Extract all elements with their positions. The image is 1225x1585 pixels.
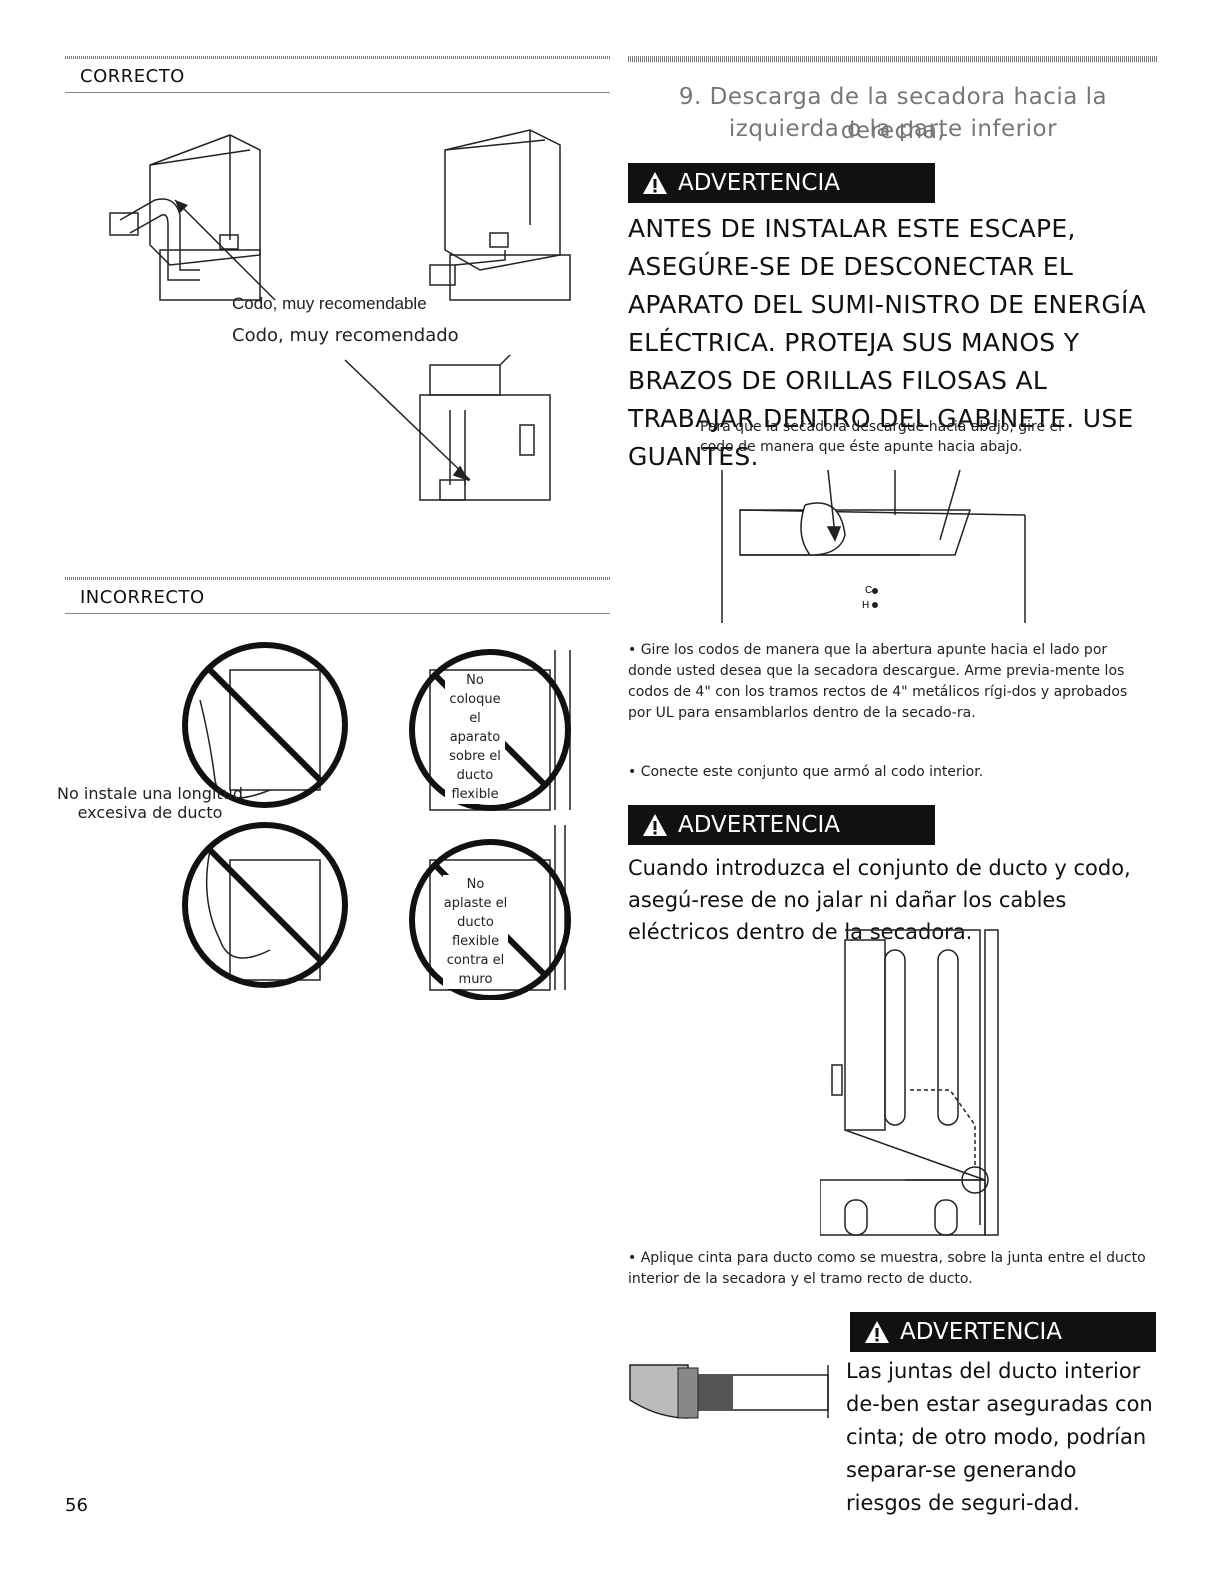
warning-triangle-icon [643, 172, 667, 194]
dryer-elbow-illustration-left [109, 134, 261, 301]
section-underline [65, 613, 610, 614]
section-rule [628, 56, 1158, 62]
dryer-elbow-illustration-right [429, 129, 571, 301]
diagram-h-label: H [862, 600, 869, 611]
no-excess-length-label: No instale una longitud excesiva de duct… [57, 784, 243, 822]
stacked-washer-dryer-diagram [820, 929, 999, 1236]
correct-heading: CORRECTO [80, 66, 185, 87]
no-crush-duct-label: No aplaste el ducto flexible contra el m… [443, 875, 508, 989]
incorrect-heading: INCORRECTO [80, 587, 205, 608]
warning-label: ADVERTENCIA [678, 812, 840, 838]
bullet-apply-tape: • Aplique cinta para ducto como se muest… [628, 1250, 1146, 1287]
section-rule [65, 577, 610, 580]
warning-label: ADVERTENCIA [900, 1319, 1062, 1345]
step-title-line2: izquierda o la parte inferior [728, 116, 1058, 142]
page-number: 56 [65, 1495, 88, 1516]
step-title-line1: 9. Descarga de la secadora hacia la dere… [678, 84, 1108, 144]
dryer-elbow-down-illustration [344, 355, 551, 501]
elbow-down-detail-diagram: C H [721, 469, 1026, 623]
warning-label: ADVERTENCIA [678, 170, 840, 196]
bullet-connect-assembly: • Conecte este conjunto que armó al codo… [628, 764, 984, 780]
bullet-rotate-elbows: • Gire los codos de manera que la abertu… [628, 642, 1128, 721]
elbow-caption-es: Codo, muy recomendado [232, 325, 459, 346]
section-rule [65, 56, 610, 59]
warning-banner: ADVERTENCIA [850, 1312, 1156, 1352]
section-underline [65, 92, 610, 93]
pointer-arrow [174, 199, 276, 301]
warning2-text: Cuando introduzca el conjunto de ducto y… [628, 856, 1131, 944]
warning-triangle-icon [865, 1321, 889, 1343]
warning1-text: ANTES DE INSTALAR ESTE ESCAPE, ASEGÚRE-S… [628, 214, 1147, 471]
no-place-on-duct-label: No coloque el aparato sobre el ducto fle… [445, 671, 505, 804]
no-excess-length-illustration [182, 642, 348, 988]
note-discharge-down: Para que la secadora descargue hacia aba… [700, 419, 1063, 455]
elbow-caption-en: Codo, muy recomendable [232, 294, 427, 313]
taped-duct-joint-diagram [629, 1364, 829, 1419]
diagram-c-label: C [865, 585, 872, 596]
warning3-text: Las juntas del ducto interior de-ben est… [846, 1359, 1153, 1515]
warning-triangle-icon [643, 814, 667, 836]
warning-banner: ADVERTENCIA [628, 163, 935, 203]
warning-banner: ADVERTENCIA [628, 805, 935, 845]
